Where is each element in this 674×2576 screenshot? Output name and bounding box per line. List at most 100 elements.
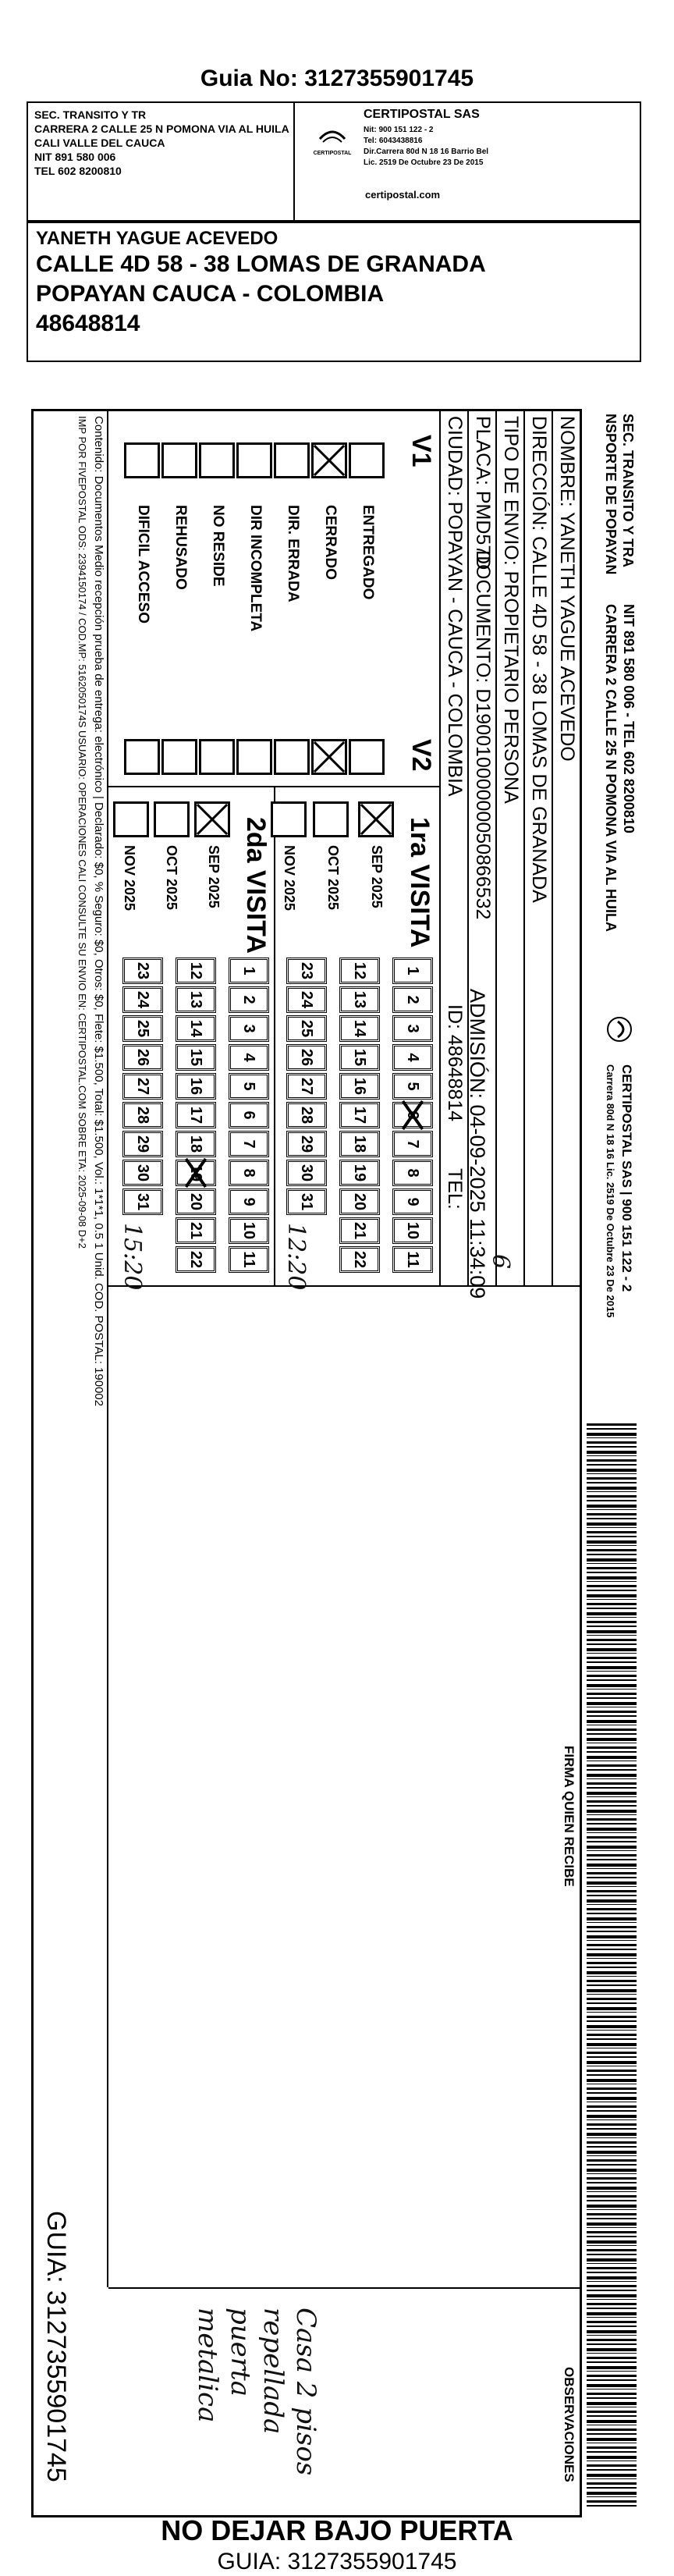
day-cell-21[interactable]: 21 — [176, 1217, 216, 1244]
day-cell-3[interactable]: 3 — [229, 1015, 269, 1042]
day-cell-9[interactable]: 9 — [229, 1189, 269, 1215]
day-cell-6[interactable]: 6 — [392, 1102, 433, 1128]
v1-entregado-checkbox[interactable] — [349, 442, 385, 478]
day-cell-29[interactable]: 29 — [286, 1131, 327, 1157]
day-cell-7[interactable]: 7 — [392, 1131, 433, 1157]
day-cell-31[interactable]: 31 — [122, 1189, 163, 1215]
day-cell-14[interactable]: 14 — [339, 1015, 380, 1042]
signature-area[interactable] — [112, 1288, 556, 2287]
day-cell-4[interactable]: 4 — [392, 1044, 433, 1071]
v2-dir-incompleta-checkbox[interactable] — [236, 739, 272, 775]
field-ciudad: CIUDAD: POPAYAN - CAUCA - COLOMBIA — [444, 416, 466, 797]
v1-dir-errada-checkbox[interactable] — [274, 442, 310, 478]
visit2-oct-checkbox[interactable] — [154, 801, 190, 837]
slip-main: NOMBRE: YANETH YAGUE ACEVEDO DIRECCIÓN: … — [31, 409, 582, 2517]
day-cell-16[interactable]: 16 — [339, 1073, 380, 1100]
day-cell-13[interactable]: 13 — [339, 986, 380, 1013]
day-cell-14[interactable]: 14 — [176, 1015, 216, 1042]
observaciones-label: OBSERVACIONES — [562, 2367, 576, 2482]
day-cell-17[interactable]: 17 — [176, 1102, 216, 1128]
day-cell-12[interactable]: 12 — [176, 958, 216, 984]
day-cell-4[interactable]: 4 — [229, 1044, 269, 1071]
v1-dir-incompleta-checkbox[interactable] — [236, 442, 272, 478]
day-cell-21[interactable]: 21 — [339, 1217, 380, 1244]
v2-dificil-acceso-checkbox[interactable] — [124, 739, 160, 775]
day-cell-23[interactable]: 23 — [286, 958, 327, 984]
observaciones-text: Casa 2 pisos repellada puerta metalica — [191, 2308, 322, 2515]
day-cell-28[interactable]: 28 — [122, 1102, 163, 1128]
slip-carrier-line: Carrera 80d N 18 16 Lic. 2519 De Octubre… — [605, 1064, 616, 1318]
sender-line: NIT 891 580 006 — [34, 151, 116, 163]
visit2-nov-checkbox[interactable] — [113, 801, 149, 837]
day-cell-23[interactable]: 23 — [122, 958, 163, 984]
visit1-month-oct: OCT 2025 — [325, 845, 341, 911]
day-cell-7[interactable]: 7 — [229, 1131, 269, 1157]
day-cell-20[interactable]: 20 — [176, 1189, 216, 1215]
day-cell-31[interactable]: 31 — [286, 1189, 327, 1215]
recipient-box: YANETH YAGUE ACEVEDO CALLE 4D 58 - 38 LO… — [27, 222, 641, 362]
day-cell-8[interactable]: 8 — [229, 1160, 269, 1186]
day-cell-25[interactable]: 25 — [286, 1015, 327, 1042]
day-cell-15[interactable]: 15 — [176, 1044, 216, 1071]
v2-no-reside-checkbox[interactable] — [199, 739, 235, 775]
v2-entregado-checkbox[interactable] — [349, 739, 385, 775]
day-cell-16[interactable]: 16 — [176, 1073, 216, 1100]
recipient-city: POPAYAN CAUCA - COLOMBIA — [36, 281, 385, 307]
carrier-logo: CERTIPOSTAL — [307, 126, 357, 156]
day-cell-18[interactable]: 18 — [176, 1131, 216, 1157]
carrier-name: CERTIPOSTAL SAS — [364, 108, 480, 121]
day-cell-22[interactable]: 22 — [339, 1246, 380, 1273]
day-cell-17[interactable]: 17 — [339, 1102, 380, 1128]
v2-rehusado-checkbox[interactable] — [161, 739, 197, 775]
day-cell-19[interactable]: 19 — [339, 1160, 380, 1186]
day-cell-3[interactable]: 3 — [392, 1015, 433, 1042]
day-cell-2[interactable]: 2 — [392, 986, 433, 1013]
day-cell-5[interactable]: 5 — [229, 1073, 269, 1100]
day-cell-10[interactable]: 10 — [392, 1217, 433, 1244]
v2-cerrado-checkbox[interactable] — [311, 739, 347, 775]
day-cell-26[interactable]: 26 — [122, 1044, 163, 1071]
day-cell-15[interactable]: 15 — [339, 1044, 380, 1071]
day-cell-26[interactable]: 26 — [286, 1044, 327, 1071]
visit1-sep-checkbox[interactable] — [358, 801, 394, 837]
day-cell-6[interactable]: 6 — [229, 1102, 269, 1128]
day-cell-28[interactable]: 28 — [286, 1102, 327, 1128]
day-cell-27[interactable]: 27 — [286, 1073, 327, 1100]
day-cell-10[interactable]: 10 — [229, 1217, 269, 1244]
day-cell-11[interactable]: 11 — [392, 1246, 433, 1273]
day-cell-13[interactable]: 13 — [176, 986, 216, 1013]
day-cell-19[interactable]: 19 — [176, 1160, 216, 1186]
day-cell-30[interactable]: 30 — [286, 1160, 327, 1186]
reason-no-reside: NO RESIDE — [210, 505, 226, 587]
visit1-oct-checkbox[interactable] — [313, 801, 349, 837]
visit1-nov-checkbox[interactable] — [271, 801, 307, 837]
day-cell-24[interactable]: 24 — [286, 986, 327, 1013]
day-cell-18[interactable]: 18 — [339, 1131, 380, 1157]
day-cell-8[interactable]: 8 — [392, 1160, 433, 1186]
day-cell-20[interactable]: 20 — [339, 1189, 380, 1215]
day-cell-30[interactable]: 30 — [122, 1160, 163, 1186]
day-cell-29[interactable]: 29 — [122, 1131, 163, 1157]
sender-carrier-box: SEC. TRANSITO Y TR CARRERA 2 CALLE 25 N … — [27, 101, 641, 222]
day-cell-5[interactable]: 5 — [392, 1073, 433, 1100]
day-cell-9[interactable]: 9 — [392, 1189, 433, 1215]
day-cell-1[interactable]: 1 — [392, 958, 433, 984]
day-cell-1[interactable]: 1 — [229, 958, 269, 984]
day-cell-27[interactable]: 27 — [122, 1073, 163, 1100]
day-cell-24[interactable]: 24 — [122, 986, 163, 1013]
v1-no-reside-checkbox[interactable] — [199, 442, 235, 478]
day-cell-11[interactable]: 11 — [229, 1246, 269, 1273]
day-cell-12[interactable]: 12 — [339, 958, 380, 984]
reason-entregado: ENTREGADO — [360, 505, 376, 600]
row-line — [107, 411, 108, 2287]
delivery-slip-frame: SEC. TRANSITO Y TRA NSPORTE DE POPAYAN N… — [31, 409, 640, 2517]
v1-dificil-acceso-checkbox[interactable] — [124, 442, 160, 478]
visit2-sep-checkbox[interactable] — [194, 801, 230, 837]
v1-cerrado-checkbox[interactable] — [311, 442, 347, 478]
visit2-month-nov: NOV 2025 — [122, 845, 137, 911]
day-cell-2[interactable]: 2 — [229, 986, 269, 1013]
day-cell-22[interactable]: 22 — [176, 1246, 216, 1273]
day-cell-25[interactable]: 25 — [122, 1015, 163, 1042]
v2-dir-errada-checkbox[interactable] — [274, 739, 310, 775]
v1-rehusado-checkbox[interactable] — [161, 442, 197, 478]
